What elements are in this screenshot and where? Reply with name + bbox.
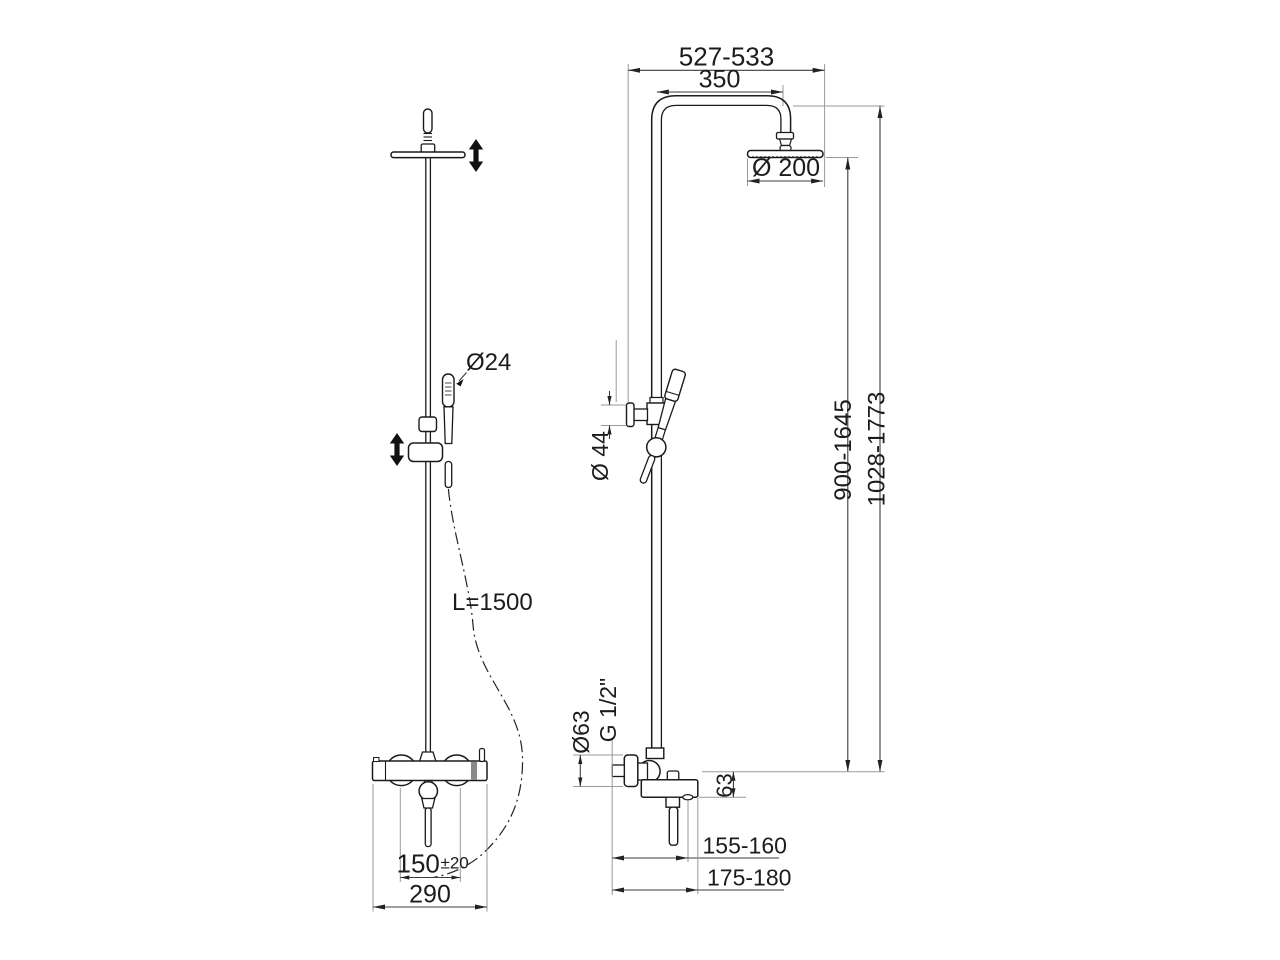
label-handshower-diameter: Ø24 [456,349,511,387]
dim-total-height-range: 1028-1773 [793,105,891,772]
dim-knob-diameter: Ø 44 [587,391,626,481]
left-mixer-body [371,747,488,848]
dim-label-body-projection: 175-180 [707,865,791,891]
right-overhead-shower [746,131,824,159]
dim-arm-projection: 350 [656,66,783,95]
dim-label-head-height-range: 900-1645 [830,399,857,500]
hose-dashdot-line [432,488,524,879]
dim-label-inlet-spacing: 150 [397,849,440,879]
dim-body-projection: 175-180 [612,798,791,894]
right-hand-shower [625,368,686,484]
dim-inlet-spacing: 150 ±20 [397,788,469,882]
left-slider-collar [418,416,438,433]
left-handle-ball [418,781,439,801]
dim-label-connection-thread: G 1/2" [595,678,621,742]
dim-spout-reach: 155-160 [612,800,787,862]
left-overhead-shower [390,108,484,172]
left-handle-rod [424,807,432,848]
dim-label-inlet-spacing-tolerance: ±20 [441,854,469,873]
right-valve-body [611,747,699,846]
dim-label-head-diameter: Ø 200 [752,154,820,182]
dim-head-diameter: Ø 200 [747,154,824,186]
dim-label-body-width: 290 [409,881,451,909]
right-slider-knob [625,402,635,428]
right-pivot-ball [645,436,667,458]
left-handshower-head [441,373,455,408]
dim-spout-drop: 63 [699,771,746,798]
left-slider-bracket [407,442,444,463]
move-vertical-arrow-icon [389,433,405,466]
dim-label-spout-drop: 63 [712,773,737,797]
left-view: Ø24 L=1500 150 ±20 290 [371,108,533,912]
right-pivot-lever [639,454,656,484]
right-view: 527-533 350 Ø 200 900-1645 1028-1773 [568,42,891,895]
right-diverter-knob [666,770,680,781]
dim-label-spout-reach: 155-160 [703,833,787,859]
dim-label-overall-reach: 527-533 [679,42,774,72]
leader-arrow-icon [456,379,464,387]
dim-body-width: 290 [372,784,488,912]
dim-overall-reach: 527-533 [628,42,825,73]
right-wall-flange [623,754,639,788]
dim-head-height-range: 900-1645 [826,157,858,772]
dim-escutcheon-diameter: Ø63 [568,710,623,787]
dim-label-arm-projection: 350 [699,66,741,94]
left-mixer-bar [371,760,488,782]
dim-label-total-height-range: 1028-1773 [864,392,891,507]
left-head-plate [390,151,466,159]
move-vertical-arrow-icon [468,139,484,172]
right-riser-pipe [650,94,792,748]
dim-label-handshower-diameter: Ø24 [466,349,511,376]
dim-label-hose-length: L=1500 [452,589,533,616]
left-hand-shower [389,373,455,489]
left-handshower-handle [444,460,453,489]
dim-label-knob-diameter: Ø 44 [587,431,613,481]
right-head-disc [746,149,824,159]
dim-label-escutcheon-diameter: Ø63 [568,710,594,753]
label-connection-thread: G 1/2" [595,678,621,895]
right-handle-rod [668,806,679,846]
right-spout-outlet [682,794,694,801]
